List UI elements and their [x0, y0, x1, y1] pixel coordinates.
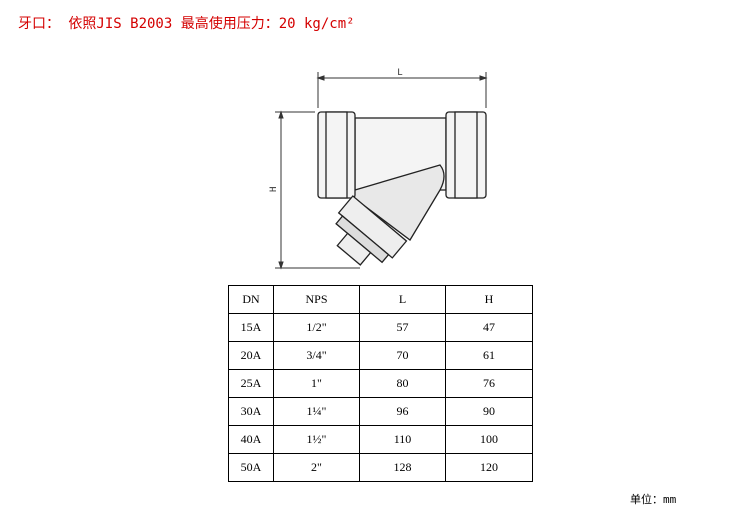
cell-nps: 1"	[273, 369, 360, 398]
cell-dn: 40A	[228, 425, 274, 454]
cell-h: 47	[445, 313, 533, 342]
table-header-row: DN NPS L H	[228, 285, 533, 314]
cell-dn: 25A	[228, 369, 274, 398]
dimension-label-l: L	[397, 68, 402, 78]
cell-dn: 15A	[228, 313, 274, 342]
cell-l: 70	[359, 341, 446, 370]
cell-nps: 1/2"	[273, 313, 360, 342]
cell-h: 90	[445, 397, 533, 426]
spec-title: 牙口： 依照JIS B2003 最高使用压力：20 kg/cm²	[18, 16, 355, 32]
cell-nps: 3/4"	[273, 341, 360, 370]
cell-dn: 50A	[228, 453, 274, 482]
cell-dn: 30A	[228, 397, 274, 426]
cell-l: 128	[359, 453, 446, 482]
cell-nps: 2"	[273, 453, 360, 482]
header-dn: DN	[228, 285, 274, 314]
cell-h: 76	[445, 369, 533, 398]
cell-h: 61	[445, 341, 533, 370]
cell-nps: 1½"	[273, 425, 360, 454]
cell-l: 80	[359, 369, 446, 398]
y-strainer-drawing: L H	[269, 68, 488, 270]
cell-h: 100	[445, 425, 533, 454]
header-h: H	[445, 285, 533, 314]
cell-h: 120	[445, 453, 533, 482]
header-l: L	[359, 285, 446, 314]
header-nps: NPS	[273, 285, 360, 314]
cell-nps: 1¼"	[273, 397, 360, 426]
dimension-label-h: H	[269, 187, 279, 192]
unit-note: 单位：mm	[630, 493, 677, 506]
cell-l: 57	[359, 313, 446, 342]
cell-l: 110	[359, 425, 446, 454]
cell-dn: 20A	[228, 341, 274, 370]
cell-l: 96	[359, 397, 446, 426]
